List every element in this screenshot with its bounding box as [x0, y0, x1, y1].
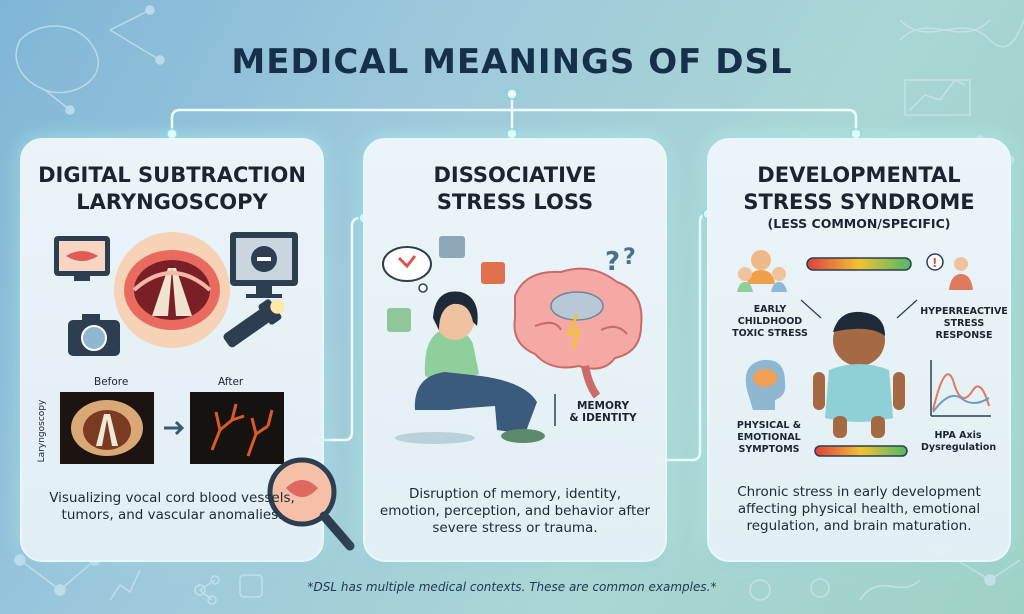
card-developmental-stress-syndrome: DEVELOPMENTAL STRESS SYNDROME (LESS COMM…: [707, 138, 1011, 562]
hpa-axis-label: HPA Axis Dysregulation: [921, 430, 997, 453]
card-title: DISSOCIATIVE STRESS LOSS: [365, 162, 665, 216]
puzzle-piece-icon: [439, 236, 465, 258]
puzzle-piece-icon: [387, 308, 411, 332]
monitor-left-icon: [54, 236, 110, 281]
dissociative-illustration: ? ?: [382, 236, 643, 444]
card-dissociative-stress-loss: DISSOCIATIVE STRESS LOSS ? ?: [363, 138, 667, 562]
after-label: After: [218, 376, 244, 388]
page-title: MEDICAL MEANINGS OF DSL: [231, 42, 793, 82]
early-childhood-label: EARLY CHILDHOOD TOXIC STRESS: [732, 304, 808, 339]
card-title: DIGITAL SUBTRACTION LARYNGOSCOPY: [22, 162, 322, 216]
arrow-right-icon: [164, 420, 185, 436]
open-mouth-icon: [124, 250, 220, 330]
hyperreactive-label: HYPERREACTIVE STRESS RESPONSE: [920, 306, 1008, 341]
card-title-line1: DEVELOPMENTAL: [757, 163, 961, 187]
card-title-line1: DISSOCIATIVE: [433, 163, 597, 187]
sad-woman-icon: [395, 291, 545, 444]
memory-identity-label: MEMORY & IDENTITY: [563, 400, 643, 424]
memory-label-line2: & IDENTITY: [569, 412, 637, 424]
developmental-illustration: !: [737, 250, 991, 457]
monitor-right-icon: [230, 232, 298, 298]
card-digital-subtraction-laryngoscopy: DIGITAL SUBTRACTION LARYNGOSCOPY: [20, 138, 355, 562]
child-icon: [813, 311, 905, 438]
warning-person-icon: !: [926, 253, 973, 290]
card-description: Visualizing vocal cord blood vessels, tu…: [49, 490, 295, 523]
card-subtitle: (LESS COMMON/SPECIFIC): [767, 216, 951, 231]
before-label: Before: [94, 376, 129, 388]
question-mark-icon: ?: [605, 247, 620, 277]
card-title-line2: LARYNGOSCOPY: [76, 190, 268, 214]
laryngoscopy-illustration: [54, 232, 298, 356]
family-icon: [737, 250, 787, 292]
stress-meter-top: [806, 257, 912, 271]
card-description: Disruption of memory, identity, emotion,…: [379, 486, 651, 536]
camera-icon: [68, 314, 120, 356]
footnote: *DSL has multiple medical contexts. Thes…: [307, 580, 717, 594]
before-image: [60, 392, 154, 464]
svg-text:!: !: [932, 256, 937, 270]
stress-meter-bottom: [814, 445, 908, 457]
puzzle-piece-icon: [481, 262, 505, 284]
magnifying-glass-icon: [267, 457, 355, 551]
physical-emotional-label: PHYSICAL & EMOTIONAL SYMPTOMS: [736, 420, 802, 455]
before-after-images: [60, 392, 284, 464]
after-image: [190, 392, 284, 464]
card-title: DEVELOPMENTAL STRESS SYNDROME: [709, 162, 1009, 216]
card-title-line2: STRESS LOSS: [436, 190, 594, 214]
memory-label-line1: MEMORY: [576, 400, 630, 412]
flashlight-icon: [223, 299, 285, 348]
card-description: Chronic stress in early development affe…: [737, 484, 981, 534]
card-title-line2: STRESS SYNDROME: [743, 190, 975, 214]
brain-with-storm-icon: [513, 267, 643, 399]
question-mark-icon: ?: [623, 245, 636, 270]
head-brain-icon: [745, 359, 786, 410]
brain-outline-icon: [15, 25, 99, 94]
card-title-line1: DIGITAL SUBTRACTION: [38, 163, 306, 187]
thought-bubble-icon: [382, 246, 432, 293]
hpa-line-chart-icon: [930, 360, 991, 417]
